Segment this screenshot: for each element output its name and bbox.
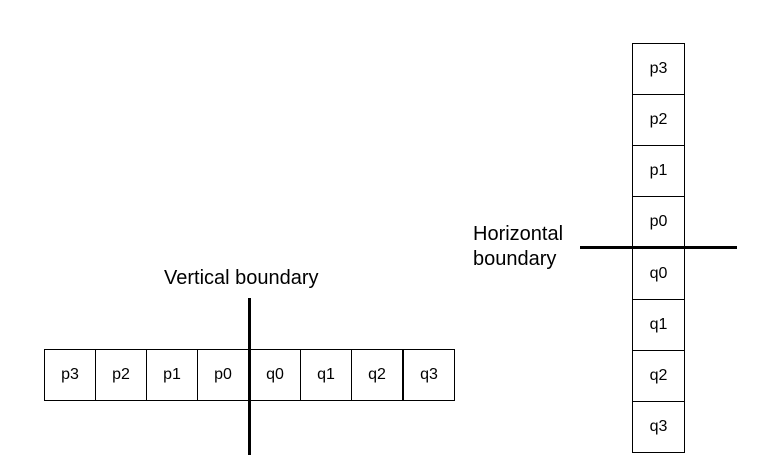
horizontal-boundary-label: Horizontal boundary [473,223,564,270]
column-cell-q2: q2 [632,350,685,402]
row-cell-p3: p3 [44,349,96,401]
horizontal-boundary-line [580,246,737,249]
row-cell-q1: q1 [300,349,352,401]
column-cell-p1: p1 [632,145,685,197]
column-cell-q3: q3 [632,401,685,453]
column-cell-p2: p2 [632,94,685,146]
column-cell-p3: p3 [632,43,685,95]
column-cell-q0: q0 [632,248,685,300]
vertical-boundary-line [248,298,251,455]
row-cell-q0: q0 [249,349,301,401]
row-cell-p1: p1 [146,349,198,401]
column-cell-q1: q1 [632,299,685,351]
row-cell-q2: q2 [351,349,403,401]
row-cell-p2: p2 [95,349,147,401]
vertical-boundary-label: Vertical boundary [164,267,319,289]
row-cell-q3: q3 [403,349,455,401]
column-cell-p0: p0 [632,196,685,248]
row-cell-p0: p0 [197,349,249,401]
